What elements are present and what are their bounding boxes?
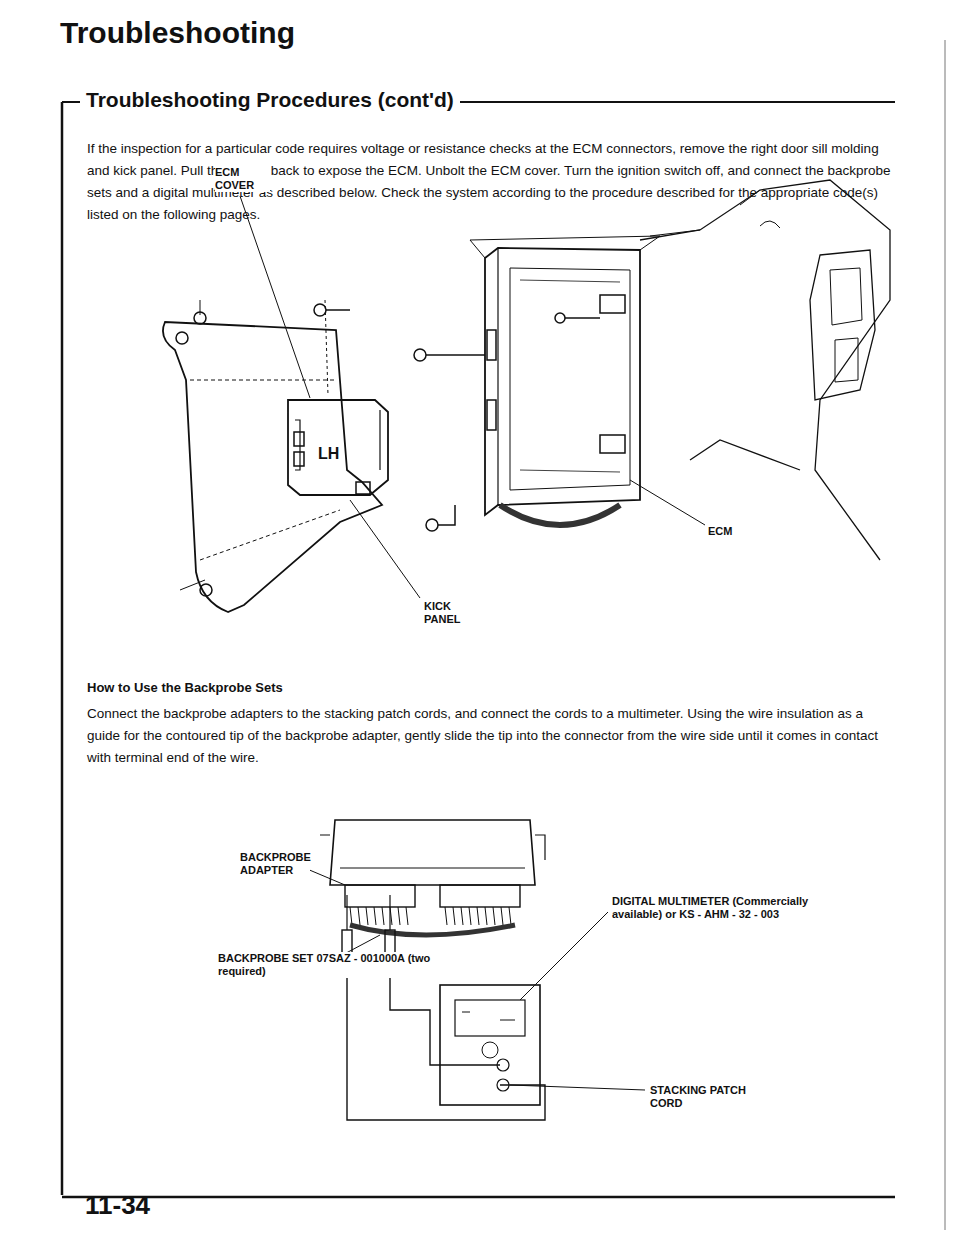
part-label: STACKING PATCH CORD xyxy=(650,1084,750,1110)
body-text: Connect the backprobe adapters to the st… xyxy=(87,703,897,769)
part-label: DIGITAL MULTIMETER (Commercially availab… xyxy=(612,895,852,921)
body-text: If the inspection for a particular code … xyxy=(87,138,897,226)
part-label: ECM COVER xyxy=(215,166,270,192)
part-label: BACKPROBE SET 07SAZ - 001000A (two requi… xyxy=(218,952,448,978)
part-label: KICK PANEL xyxy=(424,600,479,626)
subheading: How to Use the Backprobe Sets xyxy=(87,680,283,695)
part-marking: LH xyxy=(318,445,339,463)
page-number: 11-34 xyxy=(85,1190,150,1221)
page-title: Troubleshooting xyxy=(60,16,295,50)
section-heading: Troubleshooting Procedures (cont'd) xyxy=(82,88,458,112)
part-label: ECM xyxy=(708,525,732,538)
part-label: BACKPROBE ADAPTER xyxy=(240,851,310,877)
